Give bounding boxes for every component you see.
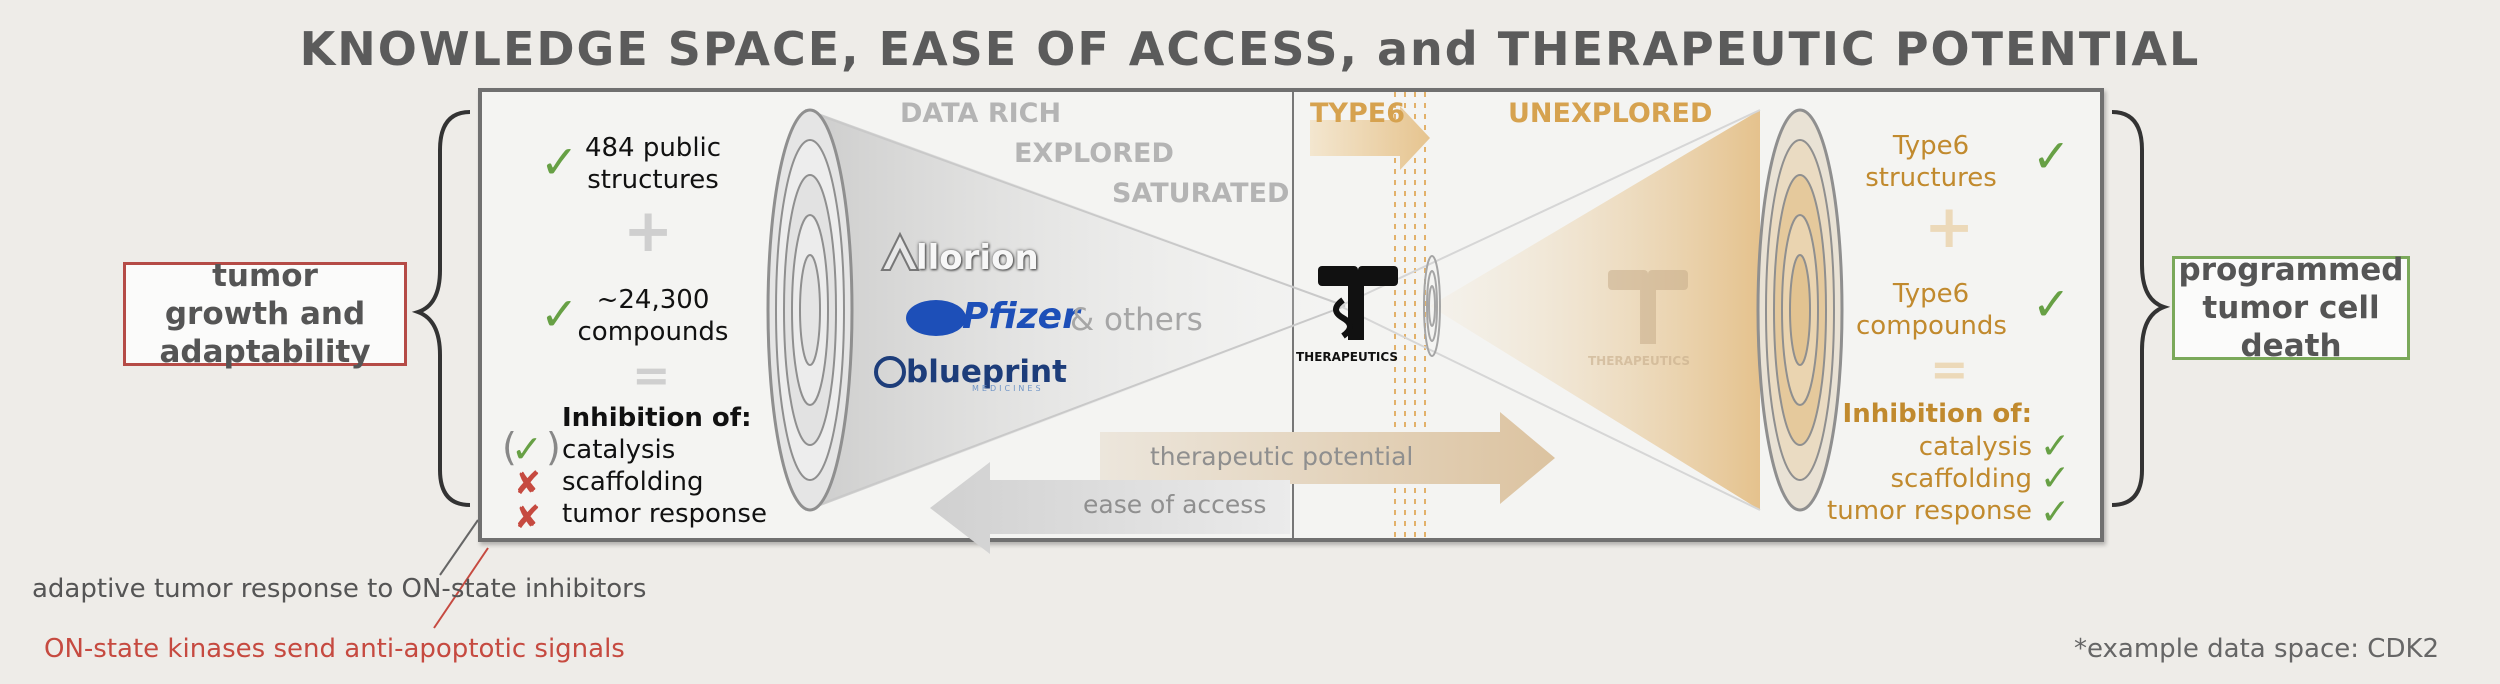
right-disc-rings <box>1756 108 1844 512</box>
anti-apoptotic-note: ON-state kinases send anti-apoptotic sig… <box>44 634 625 664</box>
right-inhibition-header: Inhibition of: <box>1842 399 2032 429</box>
right-plus: + <box>1924 192 1975 262</box>
check-type6-compounds: ✓ <box>2032 277 2071 331</box>
allorion-logo: llorion <box>916 238 1039 278</box>
left-cone-shadow <box>810 110 1350 510</box>
pfizer-logo: Pfizer <box>962 296 1080 337</box>
ease-of-access-label: ease of access <box>1083 490 1267 519</box>
therapeutics-label: THERAPEUTICS <box>1296 350 1399 364</box>
blueprint-mark <box>874 356 906 388</box>
blueprint-logo: blueprint <box>906 354 1067 390</box>
left-compounds: ~24,300 compounds <box>577 285 729 347</box>
leader-red <box>433 547 489 629</box>
leader-grey <box>439 519 479 576</box>
right-compounds: Type6 compounds <box>1856 279 2007 341</box>
t-logo <box>1318 266 1398 340</box>
paren-open: ( <box>502 425 517 469</box>
allorion-mark <box>880 231 920 271</box>
left-inhibition-header: Inhibition of: <box>562 403 752 433</box>
x-tumor-response: ✘ <box>514 498 541 536</box>
check-type6-structures: ✓ <box>2032 129 2071 183</box>
check-structures: ✓ <box>540 135 579 189</box>
tumor-growth-box: tumor growth and adaptability <box>123 258 407 370</box>
left-disc-rings <box>766 108 854 512</box>
small-rings <box>1423 255 1441 357</box>
right-item-scaffolding: scaffolding <box>1890 464 2032 494</box>
right-structures: Type6 structures <box>1865 131 1997 193</box>
paren-close: ) <box>546 425 561 469</box>
zone-explored: EXPLORED <box>1014 138 1174 169</box>
left-item-tumor-response: tumor response <box>562 499 767 529</box>
type6-arrow <box>1310 106 1430 170</box>
left-plus: + <box>623 196 674 266</box>
check-right-tumor-response: ✓ <box>2040 492 2070 533</box>
therapeutics-faded-label: THERAPEUTICS <box>1588 354 1691 368</box>
zone-data-rich: DATA RICH <box>900 98 1062 129</box>
ease-of-access-arrow <box>930 462 1290 554</box>
check-right-catalysis: ✓ <box>2040 426 2070 467</box>
left-item-scaffolding: scaffolding <box>562 467 704 497</box>
right-equals: = <box>1930 342 1969 396</box>
adaptive-tumor-note: adaptive tumor response to ON-state inhi… <box>32 574 647 604</box>
right-item-catalysis: catalysis <box>1918 432 2032 462</box>
page-title: KNOWLEDGE SPACE, EASE OF ACCESS, and THE… <box>299 22 2201 76</box>
check-compounds: ✓ <box>540 287 579 341</box>
left-structures: 484 public structures <box>584 133 722 195</box>
right-cone-fill <box>1430 110 1760 510</box>
t-logo-faded <box>1608 270 1688 344</box>
check-right-scaffolding: ✓ <box>2040 458 2070 499</box>
and-others-label: & others <box>1070 302 1203 338</box>
left-equals: = <box>632 348 671 402</box>
cell-death-label: programmed tumor cell death <box>2178 252 2404 364</box>
cell-death-box: programmed tumor cell death <box>2172 252 2410 364</box>
x-scaffolding: ✘ <box>514 464 541 502</box>
zone-type6: TYPE6 <box>1310 98 1405 129</box>
left-brace <box>411 110 471 507</box>
pfizer-mark <box>906 300 966 336</box>
blueprint-sub-label: MEDICINES <box>972 384 1044 393</box>
right-item-tumor-response: tumor response <box>1827 496 2032 526</box>
left-item-catalysis: catalysis <box>562 435 676 465</box>
zone-unexplored: UNEXPLORED <box>1508 98 1713 129</box>
therapeutic-potential-label: therapeutic potential <box>1150 442 1414 471</box>
zone-saturated: SATURATED <box>1112 178 1290 209</box>
example-data-note: *example data space: CDK2 <box>2074 634 2440 664</box>
right-brace <box>2111 110 2171 507</box>
check-catalysis: ✓ <box>511 427 543 471</box>
tumor-growth-label: tumor growth and adaptability <box>159 258 371 370</box>
